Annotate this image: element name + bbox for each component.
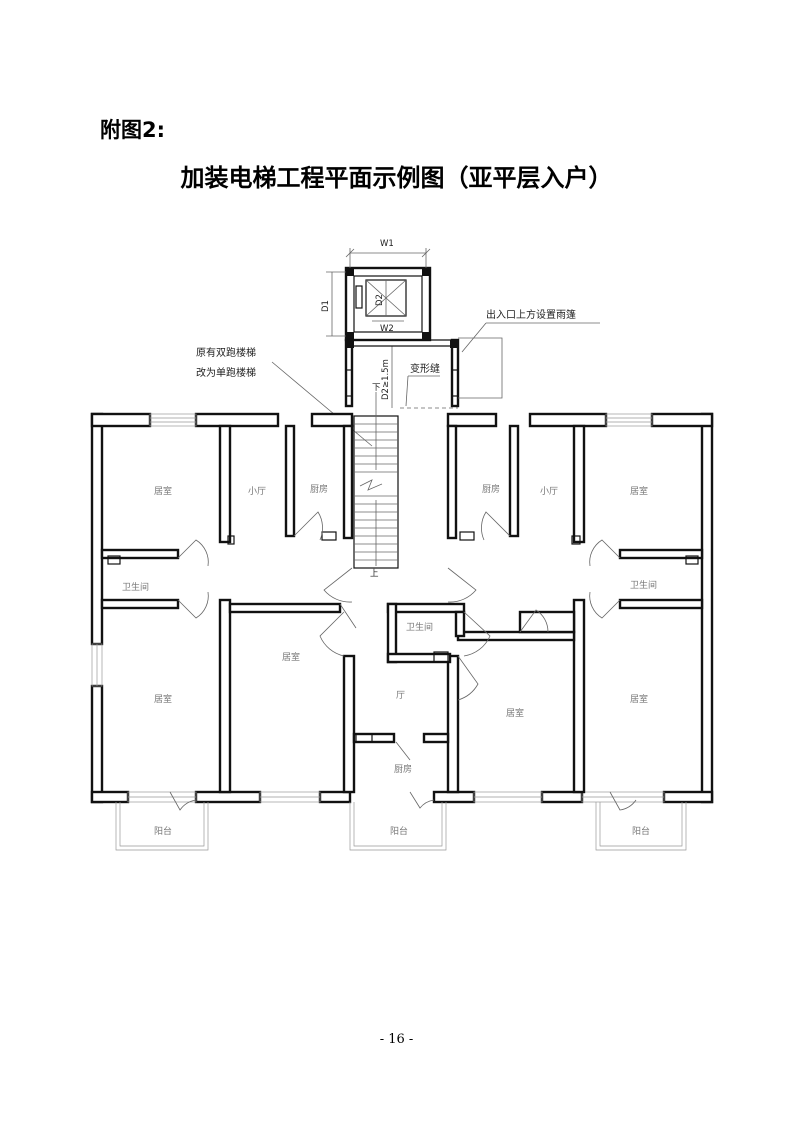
dim-d1-label: D1 bbox=[321, 300, 331, 312]
page-number: - 16 - bbox=[379, 1032, 414, 1047]
stair-note-line1: 原有双跑楼梯 bbox=[196, 346, 256, 359]
stair-up-label: 上 bbox=[370, 569, 379, 579]
appendix-label: 附图2: bbox=[100, 118, 166, 142]
room-label-balcony-center: 阳台 bbox=[390, 825, 408, 837]
page-title: 加装电梯工程平面示例图（亚平层入户） bbox=[180, 164, 613, 192]
room-label-kitchen-left: 厨房 bbox=[310, 483, 328, 495]
room-label-bathroom-right: 卫生间 bbox=[630, 579, 657, 591]
dimension-lines bbox=[326, 248, 431, 408]
windows bbox=[91, 413, 665, 803]
left-unit-walls bbox=[100, 424, 356, 794]
door-swings bbox=[169, 511, 637, 811]
room-label-bathroom-left: 卫生间 bbox=[122, 581, 149, 593]
room-label-bedroom-nw: 居室 bbox=[154, 485, 172, 497]
room-label-bedroom-center-right: 居室 bbox=[506, 707, 524, 719]
room-label-balcony-right: 阳台 bbox=[632, 825, 650, 837]
room-label-hall: 厅 bbox=[396, 690, 405, 701]
room-label-kitchen-right: 厨房 bbox=[482, 483, 500, 495]
dim-d2-label: D2 bbox=[375, 294, 385, 306]
room-label-kitchen-center: 厨房 bbox=[394, 763, 412, 775]
right-unit-walls bbox=[446, 424, 704, 794]
canopy-note: 出入口上方设置雨篷 bbox=[486, 308, 576, 321]
room-label-bedroom-ne: 居室 bbox=[630, 485, 648, 497]
dim-w2-label: W2 bbox=[380, 324, 394, 334]
dim-w1-label: W1 bbox=[380, 239, 394, 249]
dim-d2-min-label: D2≥1.5m bbox=[381, 359, 391, 400]
joint-note: 变形缝 bbox=[410, 362, 440, 375]
entrance-lobby bbox=[344, 337, 503, 409]
room-label-bedroom-sw: 居室 bbox=[154, 693, 172, 705]
room-label-bedroom-se: 居室 bbox=[630, 693, 648, 705]
room-label-bathroom-center: 卫生间 bbox=[406, 621, 433, 633]
central-walls bbox=[352, 602, 576, 744]
room-label-small-hall-right: 小厅 bbox=[540, 486, 558, 497]
stair-down-label: 下 bbox=[372, 383, 381, 393]
room-label-bedroom-center-left: 居室 bbox=[282, 651, 300, 663]
staircase bbox=[353, 392, 399, 569]
balconies bbox=[115, 802, 687, 851]
stair-note-line2: 改为单跑楼梯 bbox=[196, 366, 256, 379]
room-label-balcony-left: 阳台 bbox=[154, 825, 172, 837]
room-label-small-hall-left: 小厅 bbox=[248, 486, 266, 497]
